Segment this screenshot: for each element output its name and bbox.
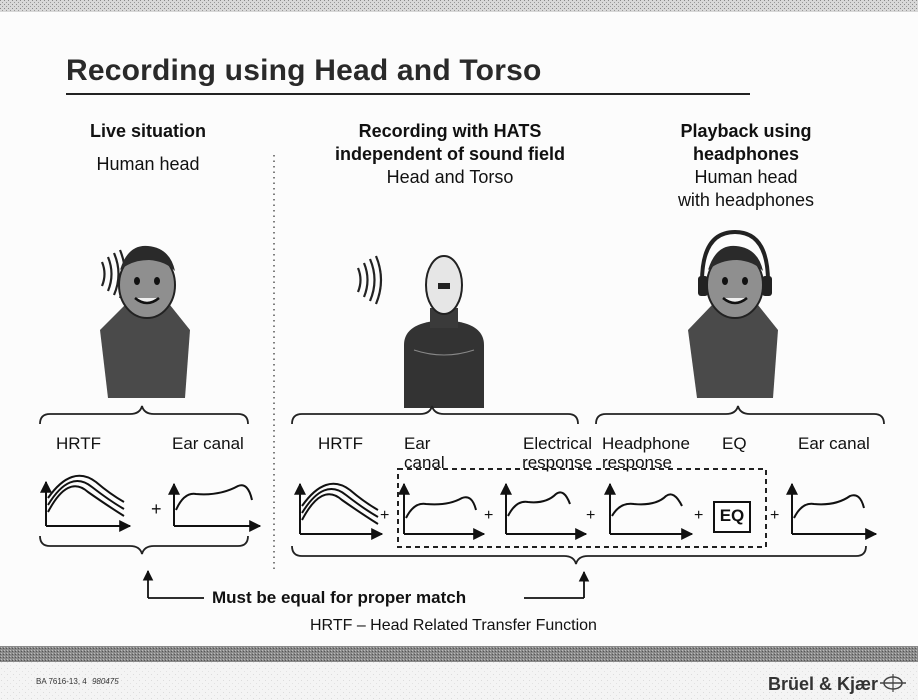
document-code-main: BA 7616-13, 4 bbox=[36, 677, 87, 686]
lower-brace-left bbox=[39, 535, 249, 555]
human-head-icon bbox=[100, 245, 190, 398]
label-hrtf-left: HRTF bbox=[56, 434, 102, 453]
ear-canal-graph-right bbox=[786, 482, 878, 540]
svg-text:+: + bbox=[694, 507, 703, 524]
heading-live: Live situation bbox=[89, 121, 206, 141]
top-band bbox=[0, 0, 918, 12]
label-eq: EQ bbox=[722, 434, 747, 453]
svg-text:+: + bbox=[770, 507, 779, 524]
eq-box-label: EQ bbox=[719, 506, 745, 525]
label-ear-canal-mid-line1: Ear bbox=[404, 434, 431, 453]
heading-recording-line2: independent of sound field bbox=[335, 144, 565, 164]
headphone-response-graph bbox=[604, 482, 694, 540]
column-playback: Playback using headphones Human head wit… bbox=[646, 120, 846, 212]
ear-canal-graph-left bbox=[168, 482, 262, 532]
heading-playback-line2: headphones bbox=[692, 144, 799, 164]
label-headphone-response: Headphone response bbox=[602, 434, 690, 472]
match-caption: Must be equal for proper match bbox=[212, 588, 467, 607]
brand-name: Brüel & Kjær bbox=[768, 674, 879, 694]
label-ear-canal-mid: Ear canal bbox=[404, 434, 445, 472]
page-title: Recording using Head and Torso bbox=[66, 54, 542, 87]
ear-canal-graph-mid bbox=[398, 482, 486, 540]
sub-playback-line2: with headphones bbox=[677, 190, 815, 210]
svg-text:+: + bbox=[484, 507, 493, 524]
heading-playback-line1: Playback using bbox=[680, 121, 812, 141]
sub-live: Human head bbox=[96, 154, 200, 174]
label-electrical-line2: response bbox=[522, 453, 592, 472]
label-electrical-response: Electrical response bbox=[506, 434, 592, 472]
sub-recording: Head and Torso bbox=[386, 167, 514, 187]
label-electrical-line1: Electrical bbox=[523, 434, 592, 453]
label-ear-canal-left: Ear canal bbox=[172, 434, 244, 453]
document-code: BA 7616-13, 4 980475 bbox=[36, 677, 119, 686]
label-headphone-line1: Headphone bbox=[602, 434, 690, 453]
label-ear-canal-right: Ear canal bbox=[798, 434, 870, 453]
label-hrtf-mid: HRTF bbox=[318, 434, 364, 453]
footer-area bbox=[0, 662, 918, 700]
document-code-date: 980475 bbox=[91, 677, 119, 686]
label-ear-canal-mid-line2: canal bbox=[404, 453, 445, 472]
sub-playback-line1: Human head bbox=[694, 167, 798, 187]
match-arrows bbox=[142, 569, 590, 599]
equivalence-dashed-box bbox=[397, 468, 767, 548]
human-head-with-headphones-icon bbox=[688, 229, 778, 398]
svg-text:+: + bbox=[151, 499, 162, 519]
svg-text:+: + bbox=[380, 507, 389, 524]
upper-brace-right bbox=[595, 405, 885, 425]
eq-box bbox=[713, 501, 751, 533]
brand-logo-icon bbox=[880, 674, 906, 692]
column-recording: Recording with HATS independent of sound… bbox=[300, 120, 600, 189]
lower-brace-right bbox=[291, 545, 867, 565]
upper-brace-left bbox=[39, 405, 249, 425]
label-headphone-line2: response bbox=[602, 453, 672, 472]
hrtf-footnote: HRTF – Head Related Transfer Function bbox=[310, 617, 597, 634]
head-and-torso-manikin-icon bbox=[404, 255, 484, 408]
electrical-response-graph bbox=[500, 482, 588, 540]
hrtf-graph-mid bbox=[294, 482, 384, 540]
hrtf-graph-left bbox=[40, 474, 132, 532]
upper-brace-mid bbox=[291, 405, 579, 425]
column-live: Live situation Human head bbox=[58, 120, 238, 176]
heading-recording-line1: Recording with HATS bbox=[358, 121, 542, 141]
bottom-band bbox=[0, 646, 918, 662]
svg-text:+: + bbox=[586, 507, 595, 524]
sound-waves-icon bbox=[356, 255, 383, 305]
